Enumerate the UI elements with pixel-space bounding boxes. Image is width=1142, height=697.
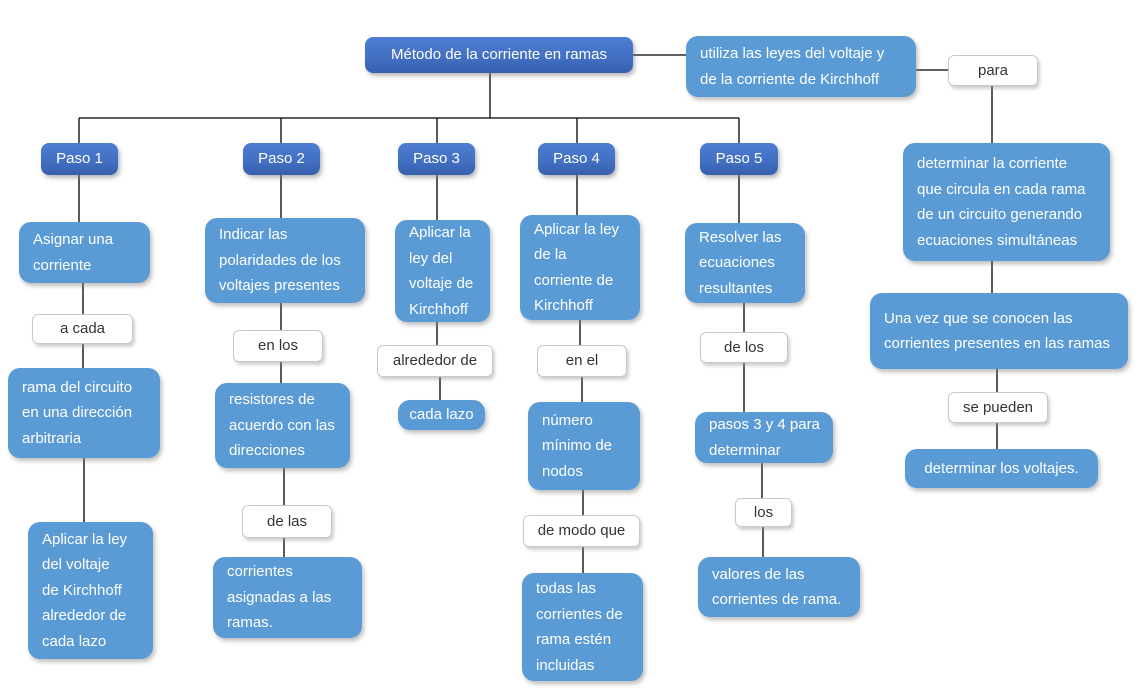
rama-circuito-label: rama del circuito en una dirección arbit… [22,378,133,447]
connector-label-para: para [948,55,1038,86]
node-aplicar-ley-voltaje-lazo: Aplicar la ley del voltaje de Kirchhoff … [28,522,153,659]
node-cada-lazo: cada lazo [398,400,485,430]
resistores-direcciones-label: resistores de acuerdo con las direccione… [229,391,335,460]
paso-3-label: Paso 3 [413,150,460,168]
node-rama-del-circuito: rama del circuito en una dirección arbit… [8,368,160,458]
node-aplicar-ley-voltaje: Aplicar la ley del voltaje de Kirchhoff [395,220,490,322]
los-label: los [753,503,774,521]
paso-1-label: Paso 1 [56,150,103,168]
se-pueden-label: se pueden [962,398,1034,416]
purpose-label: determinar la corriente que circula en c… [917,155,1086,249]
para-label: para [977,61,1009,79]
indicar-polaridades-label: Indicar las polaridades de los voltajes … [219,226,341,295]
determine-voltages-label: determinar los voltajes. [924,459,1079,477]
node-indicar-polaridades: Indicar las polaridades de los voltajes … [205,218,365,303]
node-paso-2: Paso 2 [243,143,320,175]
de-modo-que-label: de modo que [537,522,626,540]
node-paso-5: Paso 5 [700,143,778,175]
node-paso-4: Paso 4 [538,143,615,175]
node-aplicar-ley-corriente: Aplicar la ley de la corriente de Kirchh… [520,215,640,320]
node-todas-corrientes-incluidas: todas las corrientes de rama estén inclu… [522,573,643,681]
asignar-corriente-label: Asignar una corriente [33,231,114,274]
en-los-label: en los [257,337,299,355]
de-los-label: de los [723,338,765,356]
node-pasos-3-y-4: pasos 3 y 4 para determinar [695,412,833,463]
de-las-label: de las [266,512,308,530]
connector-label-a-cada: a cada [32,314,133,344]
paso-4-label: Paso 4 [553,150,600,168]
connector-label-se-pueden: se pueden [948,392,1048,423]
node-paso-3: Paso 3 [398,143,475,175]
node-resistores-direcciones: resistores de acuerdo con las direccione… [215,383,350,468]
node-valores-corrientes-rama: valores de las corrientes de rama. [698,557,860,617]
node-purpose: determinar la corriente que circula en c… [903,143,1110,261]
node-root-title: Método de la corriente en ramas [365,37,633,73]
connector-label-los: los [735,498,792,527]
valores-corrientes-rama-label: valores de las corrientes de rama. [712,565,842,609]
aplicar-ley-voltaje-label: Aplicar la ley del voltaje de Kirchhoff [409,224,474,318]
corrientes-asignadas-label: corrientes asignadas a las ramas. [227,563,332,632]
connector-label-en-el: en el [537,345,627,377]
numero-minimo-nodos-label: número mínimo de nodos [542,411,613,480]
connector-label-en-los: en los [233,330,323,362]
aplicar-ley-voltaje-lazo-label: Aplicar la ley del voltaje de Kirchhoff … [42,530,128,650]
paso-5-label: Paso 5 [715,150,763,168]
connector-label-alrededor-de: alrededor de [377,345,493,377]
node-numero-minimo-nodos: número mínimo de nodos [528,402,640,490]
alrededor-de-label: alrededor de [392,352,478,370]
uses-label: utiliza las leyes del voltaje y de la co… [700,45,885,88]
en-el-label: en el [565,352,599,370]
connector-label-de-modo-que: de modo que [523,515,640,547]
node-paso-1: Paso 1 [41,143,118,175]
cada-lazo-label: cada lazo [409,406,474,424]
resolver-ecuaciones-label: Resolver las ecuaciones resultantes [699,228,782,297]
node-resolver-ecuaciones: Resolver las ecuaciones resultantes [685,223,805,303]
todas-corrientes-incluidas-label: todas las corrientes de rama estén inclu… [536,580,623,674]
a-cada-label: a cada [59,320,106,338]
once-known-label: Una vez que se conocen las corrientes pr… [884,309,1110,353]
aplicar-ley-corriente-label: Aplicar la ley de la corriente de Kirchh… [534,220,620,315]
connector-line-group [78,54,998,573]
node-once-currents-known: Una vez que se conocen las corrientes pr… [870,293,1128,369]
node-corrientes-asignadas: corrientes asignadas a las ramas. [213,557,362,638]
paso-2-label: Paso 2 [258,150,305,168]
pasos-3-y-4-label: pasos 3 y 4 para determinar [709,416,820,459]
node-asignar-corriente: Asignar una corriente [19,222,150,283]
connector-label-de-las: de las [242,505,332,538]
connector-label-de-los: de los [700,332,788,363]
node-determine-voltages: determinar los voltajes. [905,449,1098,488]
node-uses-kirchhoff-laws: utiliza las leyes del voltaje y de la co… [686,36,916,97]
root-title-label: Método de la corriente en ramas [391,46,607,64]
